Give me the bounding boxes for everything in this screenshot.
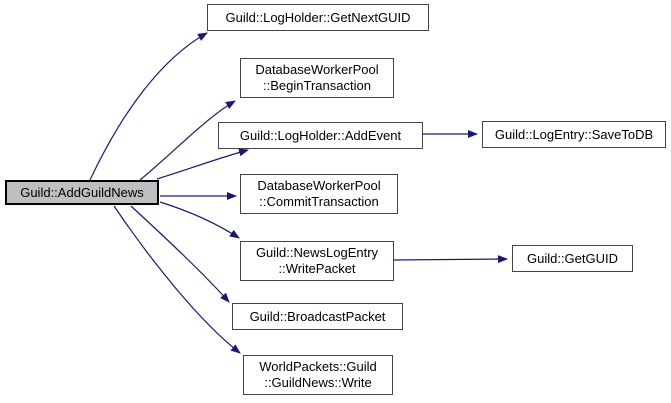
node-label: Guild::AddGuildNews (20, 184, 144, 200)
node-label: ::BeginTransaction (263, 78, 371, 93)
node-guild-addguildnews[interactable]: Guild::AddGuildNews (5, 180, 159, 205)
edge-root-to-writepacket (159, 201, 240, 239)
node-guild-logholder-addevent[interactable]: Guild::LogHolder::AddEvent (218, 122, 423, 149)
node-label: Guild::GetGUID (526, 250, 619, 266)
node-label: ::CommitTransaction (259, 194, 379, 209)
node-databaseworkerpool-begintransaction[interactable]: DatabaseWorkerPool ::BeginTransaction (240, 58, 394, 98)
node-label: Guild::BroadcastPacket (249, 308, 386, 324)
edge-root-to-guildnews-write (113, 205, 241, 354)
edge-root-to-begintransaction (139, 100, 236, 181)
edge-writepacket-to-getguid (393, 255, 508, 264)
node-label: Guild::LogHolder::GetNextGUID (225, 9, 411, 25)
node-guild-getguid[interactable]: Guild::GetGUID (512, 245, 633, 272)
node-label: DatabaseWorkerPool (255, 62, 379, 77)
node-databaseworkerpool-committransaction[interactable]: DatabaseWorkerPool ::CommitTransaction (240, 174, 398, 214)
node-worldpackets-guild-guildnews-write[interactable]: WorldPackets::Guild ::GuildNews::Write (243, 355, 393, 395)
node-label: Guild::LogEntry::SaveToDB (494, 126, 654, 142)
edge-root-to-addevent (156, 148, 249, 180)
node-label: DatabaseWorkerPool (257, 178, 381, 193)
node-label: ::GuildNews::Write (264, 375, 372, 390)
node-label: WorldPackets::Guild (259, 359, 377, 374)
node-label: ::WritePacket (278, 261, 356, 276)
edge-root-to-getnextguid (89, 32, 208, 181)
edge-root-to-broadcastpacket (130, 205, 230, 303)
node-label: Guild::LogHolder::AddEvent (239, 127, 402, 143)
node-guild-logholder-getnextguid[interactable]: Guild::LogHolder::GetNextGUID (207, 4, 429, 31)
node-guild-broadcastpacket[interactable]: Guild::BroadcastPacket (232, 303, 403, 330)
node-guild-newslogentry-writepacket[interactable]: Guild::NewsLogEntry ::WritePacket (240, 241, 394, 281)
node-label: Guild::NewsLogEntry (255, 245, 379, 260)
node-guild-logentry-savetodb[interactable]: Guild::LogEntry::SaveToDB (482, 121, 666, 148)
